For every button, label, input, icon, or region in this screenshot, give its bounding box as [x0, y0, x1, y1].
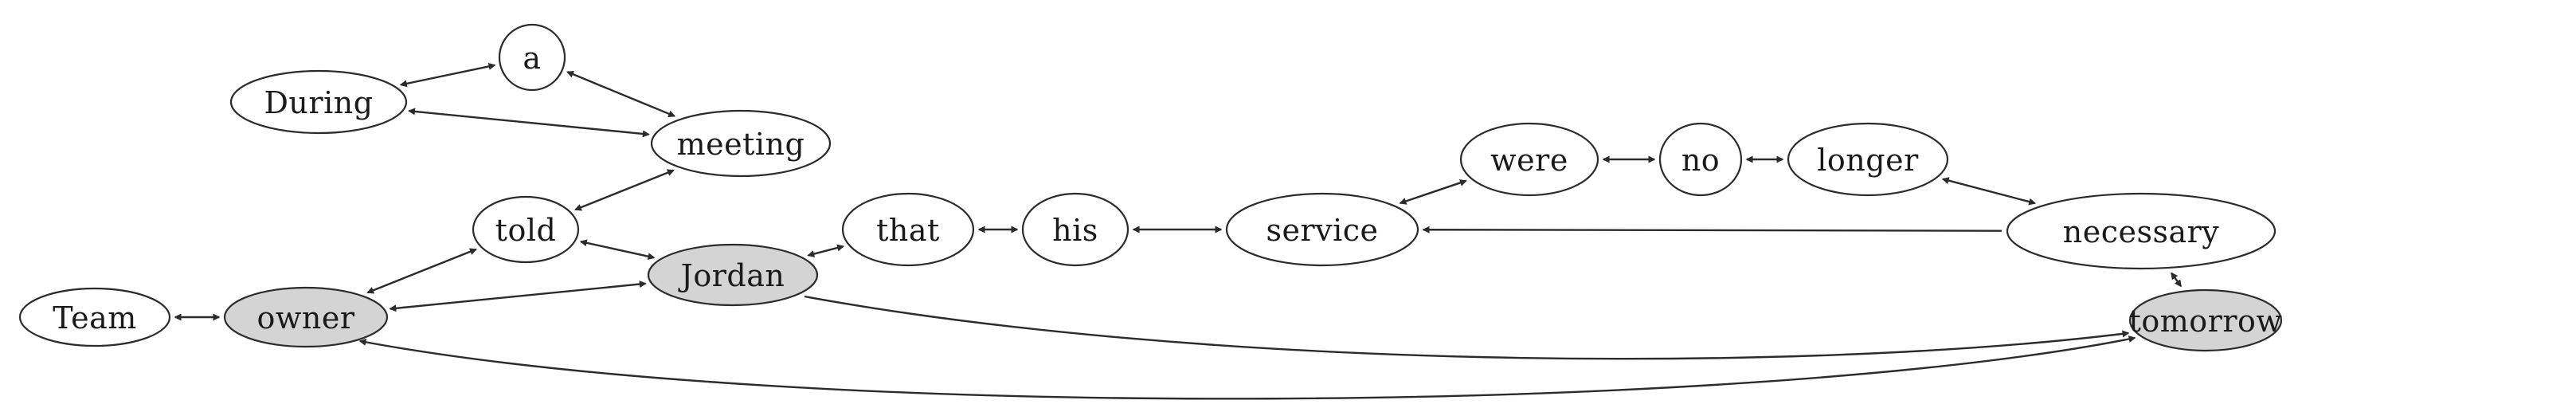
node-shape-tomorrow[interactable]	[2128, 288, 2283, 352]
graph-edge	[389, 281, 647, 312]
node-label-necessary: necessary	[2063, 214, 2220, 249]
node-label-during: During	[264, 85, 373, 120]
node-shape-his[interactable]	[1021, 192, 1129, 267]
node-label-that: that	[876, 213, 940, 248]
node-shape-longer[interactable]	[1787, 122, 1949, 197]
node-shape-necessary[interactable]	[2006, 192, 2277, 270]
node-label-meeting: meeting	[677, 127, 805, 162]
graph-node-during[interactable]: During	[229, 69, 408, 135]
graph-edge	[566, 70, 676, 117]
graph-node-jordan[interactable]: Jordan	[647, 243, 819, 307]
node-label-told: told	[495, 213, 557, 248]
node-label-his: his	[1052, 213, 1098, 248]
graph-node-told[interactable]: told	[472, 195, 580, 264]
graph-node-no[interactable]: no	[1658, 122, 1743, 197]
node-shape-team[interactable]	[18, 287, 171, 347]
edge-layer	[174, 62, 2182, 400]
graph-node-were[interactable]: were	[1459, 122, 1599, 197]
node-shape-during[interactable]	[229, 69, 408, 135]
graph-node-owner[interactable]: owner	[223, 286, 389, 348]
node-shape-were[interactable]	[1459, 122, 1599, 197]
node-label-were: were	[1490, 143, 1568, 178]
node-label-team: Team	[53, 300, 137, 335]
graph-edge	[1399, 179, 1467, 205]
node-label-service: service	[1266, 213, 1378, 248]
node-shape-that[interactable]	[841, 192, 975, 267]
graph-edge	[2171, 272, 2182, 288]
node-label-no: no	[1681, 143, 1720, 178]
graph-node-necessary[interactable]: necessary	[2006, 192, 2277, 270]
graph-node-service[interactable]: service	[1225, 192, 1419, 267]
node-shape-meeting[interactable]	[650, 109, 832, 178]
graph-node-his[interactable]: his	[1021, 192, 1129, 267]
node-shape-told[interactable]	[472, 195, 580, 264]
node-shape-a[interactable]	[498, 23, 566, 92]
node-label-tomorrow: tomorrow	[2129, 304, 2283, 339]
graph-edge	[408, 108, 650, 138]
graph-node-a[interactable]: a	[498, 23, 566, 92]
graph-edge	[1941, 177, 2037, 206]
graph-edge	[804, 295, 2130, 360]
graph-edge	[399, 62, 496, 88]
graph-node-longer[interactable]: longer	[1787, 122, 1949, 197]
graph-edge	[807, 244, 845, 257]
node-label-longer: longer	[1817, 143, 1919, 178]
node-shape-no[interactable]	[1658, 122, 1743, 197]
node-shape-jordan[interactable]	[647, 243, 819, 307]
graph-edge	[366, 248, 477, 294]
graph-edge	[358, 335, 2136, 400]
node-label-a: a	[523, 41, 541, 76]
node-shape-owner[interactable]	[223, 286, 389, 348]
node-label-jordan: Jordan	[678, 258, 785, 293]
node-label-owner: owner	[256, 300, 354, 335]
graph-node-tomorrow[interactable]: tomorrow	[2128, 288, 2283, 352]
graph-edge	[574, 169, 675, 211]
graph-edge	[579, 239, 656, 261]
graph-node-that[interactable]: that	[841, 192, 975, 267]
graph-node-team[interactable]: Team	[18, 287, 171, 347]
node-shape-service[interactable]	[1225, 192, 1419, 267]
graph-node-meeting[interactable]: meeting	[650, 109, 832, 178]
